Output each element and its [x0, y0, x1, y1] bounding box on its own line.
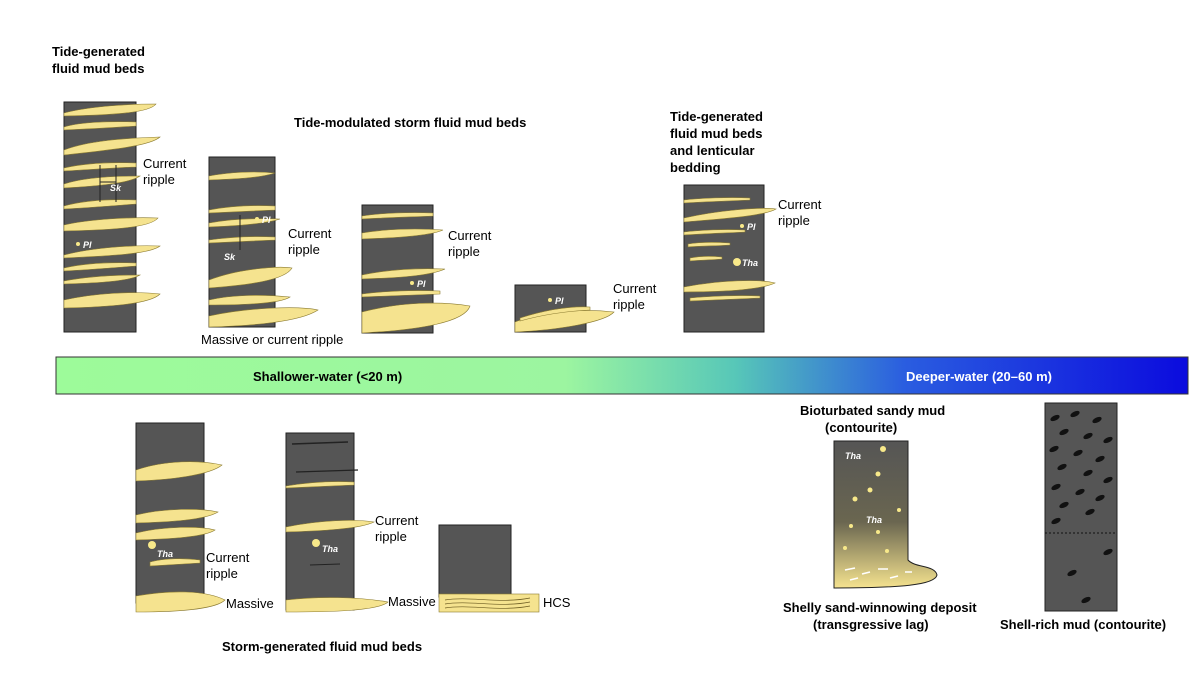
column-bioturbated: Tha Tha	[833, 440, 938, 589]
svg-text:Current: Current	[613, 281, 657, 296]
column-tide-generated: Sk Pl	[63, 101, 161, 333]
svg-text:fluid mud beds: fluid mud beds	[670, 126, 762, 141]
ichnofossil-sk: Sk	[224, 252, 236, 262]
label-current-ripple-2: Current ripple	[288, 226, 332, 257]
label-massive-or-current-ripple: Massive or current ripple	[201, 332, 343, 347]
label-current-ripple-1: Current ripple	[143, 156, 187, 187]
svg-text:Bioturbated sandy mud: Bioturbated sandy mud	[800, 403, 945, 418]
depth-gradient-band: Shallower-water (<20 m) Deeper-water (20…	[55, 356, 1189, 395]
column-storm-b: Tha	[285, 432, 389, 613]
column-storm-modulated-3: Pl	[361, 204, 471, 334]
svg-text:Tide-generated: Tide-generated	[52, 44, 145, 59]
svg-text:and lenticular: and lenticular	[670, 143, 755, 158]
svg-text:fluid mud beds: fluid mud beds	[52, 61, 144, 76]
label-hcs: HCS	[543, 595, 571, 610]
svg-text:Current: Current	[288, 226, 332, 241]
title-tide-modulated-storm: Tide-modulated storm fluid mud beds	[294, 115, 526, 130]
title-storm-generated: Storm-generated fluid mud beds	[222, 639, 422, 654]
svg-text:(contourite): (contourite)	[825, 420, 897, 435]
column-lenticular-bedding: Pl Tha	[683, 184, 777, 333]
svg-text:ripple: ripple	[143, 172, 175, 187]
label-current-ripple-5: Current ripple	[778, 197, 822, 228]
svg-text:(transgressive lag): (transgressive lag)	[813, 617, 929, 632]
svg-text:Current: Current	[143, 156, 187, 171]
label-shallower-water: Shallower-water (<20 m)	[253, 369, 402, 384]
svg-text:ripple: ripple	[778, 213, 810, 228]
ichnofossil-pl: Pl	[747, 222, 756, 232]
svg-text:Current: Current	[448, 228, 492, 243]
label-current-ripple-7: Current ripple	[375, 513, 419, 544]
svg-text:Current: Current	[206, 550, 250, 565]
svg-text:bedding: bedding	[670, 160, 721, 175]
ichnofossil-pl: Pl	[83, 240, 92, 250]
ichnofossil-tha: Tha	[742, 258, 758, 268]
ichnofossil-sk: Sk	[110, 183, 122, 193]
label-massive-2: Massive	[388, 594, 436, 609]
title-tide-generated: Tide-generated fluid mud beds	[52, 44, 145, 76]
column-storm-a: Tha	[135, 422, 226, 613]
column-shell-rich-mud	[1044, 402, 1118, 612]
label-massive-1: Massive	[226, 596, 274, 611]
label-deeper-water: Deeper-water (20–60 m)	[906, 369, 1052, 384]
label-current-ripple-4: Current ripple	[613, 281, 657, 312]
title-shell-rich-mud: Shell-rich mud (contourite)	[1000, 617, 1166, 632]
svg-text:ripple: ripple	[448, 244, 480, 259]
svg-text:Tide-generated: Tide-generated	[670, 109, 763, 124]
svg-text:ripple: ripple	[288, 242, 320, 257]
ichnofossil-pl: Pl	[262, 215, 271, 225]
ichnofossil-pl: Pl	[555, 296, 564, 306]
column-storm-modulated-2: Sk Pl	[208, 156, 319, 328]
column-storm-modulated-4: Pl	[514, 284, 615, 333]
svg-text:ripple: ripple	[613, 297, 645, 312]
svg-text:Shelly sand-winnowing deposit: Shelly sand-winnowing deposit	[783, 600, 977, 615]
label-current-ripple-3: Current ripple	[448, 228, 492, 259]
svg-text:ripple: ripple	[375, 529, 407, 544]
title-bioturbated-sandy-mud: Bioturbated sandy mud (contourite)	[800, 403, 945, 435]
ichnofossil-pl: Pl	[417, 279, 426, 289]
svg-text:Current: Current	[375, 513, 419, 528]
title-shelly-sand-winnowing: Shelly sand-winnowing deposit (transgres…	[783, 600, 977, 632]
svg-text:ripple: ripple	[206, 566, 238, 581]
ichnofossil-tha: Tha	[322, 544, 338, 554]
label-current-ripple-6: Current ripple	[206, 550, 250, 581]
ichnofossil-tha: Tha	[157, 549, 173, 559]
ichnofossil-tha: Tha	[845, 451, 861, 461]
title-tide-generated-lenticular: Tide-generated fluid mud beds and lentic…	[670, 109, 763, 175]
column-storm-hcs	[438, 524, 540, 613]
svg-text:Current: Current	[778, 197, 822, 212]
ichnofossil-tha: Tha	[866, 515, 882, 525]
